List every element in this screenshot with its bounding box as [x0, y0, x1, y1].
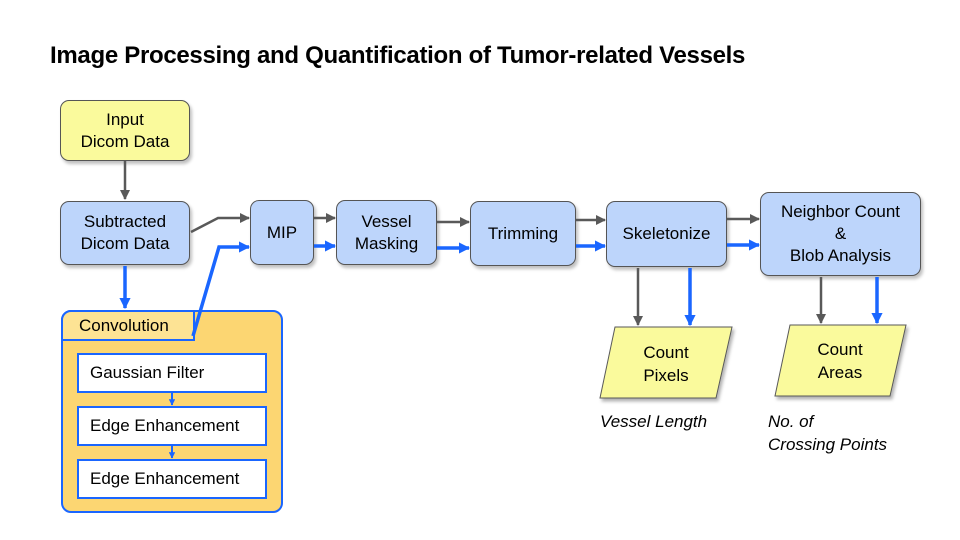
- edge-enhancement-step-1: Edge Enhancement: [77, 406, 267, 446]
- count-areas-node: Count Areas: [777, 324, 903, 398]
- input-dicom-data-node: Input Dicom Data: [60, 100, 190, 161]
- diagram-title: Image Processing and Quantification of T…: [50, 42, 746, 69]
- arrow-convolution-to-mip: [191, 241, 251, 337]
- gaussian-filter-step: Gaussian Filter: [77, 353, 267, 393]
- subtracted-dicom-data-node: Subtracted Dicom Data: [60, 201, 190, 265]
- crossing-points-caption: No. of Crossing Points: [768, 412, 888, 454]
- neighbor-count-blob-analysis-node: Neighbor Count & Blob Analysis: [760, 192, 921, 276]
- count-pixels-label: Count Pixels: [643, 343, 689, 385]
- skeletonize-node: Skeletonize: [606, 201, 727, 267]
- count-areas-shape: [774, 324, 907, 397]
- convolution-label: Convolution: [61, 310, 195, 341]
- vessel-length-caption: Vessel Length: [600, 412, 708, 431]
- arrow-subtracted-to-mip: [190, 213, 250, 234]
- vessel-masking-node: Vessel Masking: [336, 200, 437, 265]
- count-pixels-shape: [599, 326, 733, 399]
- trimming-node: Trimming: [470, 201, 576, 266]
- count-pixels-node: Count Pixels: [603, 327, 729, 401]
- count-areas-label: Count Areas: [817, 340, 863, 382]
- edge-enhancement-step-2: Edge Enhancement: [77, 459, 267, 499]
- mip-node: MIP: [250, 200, 314, 265]
